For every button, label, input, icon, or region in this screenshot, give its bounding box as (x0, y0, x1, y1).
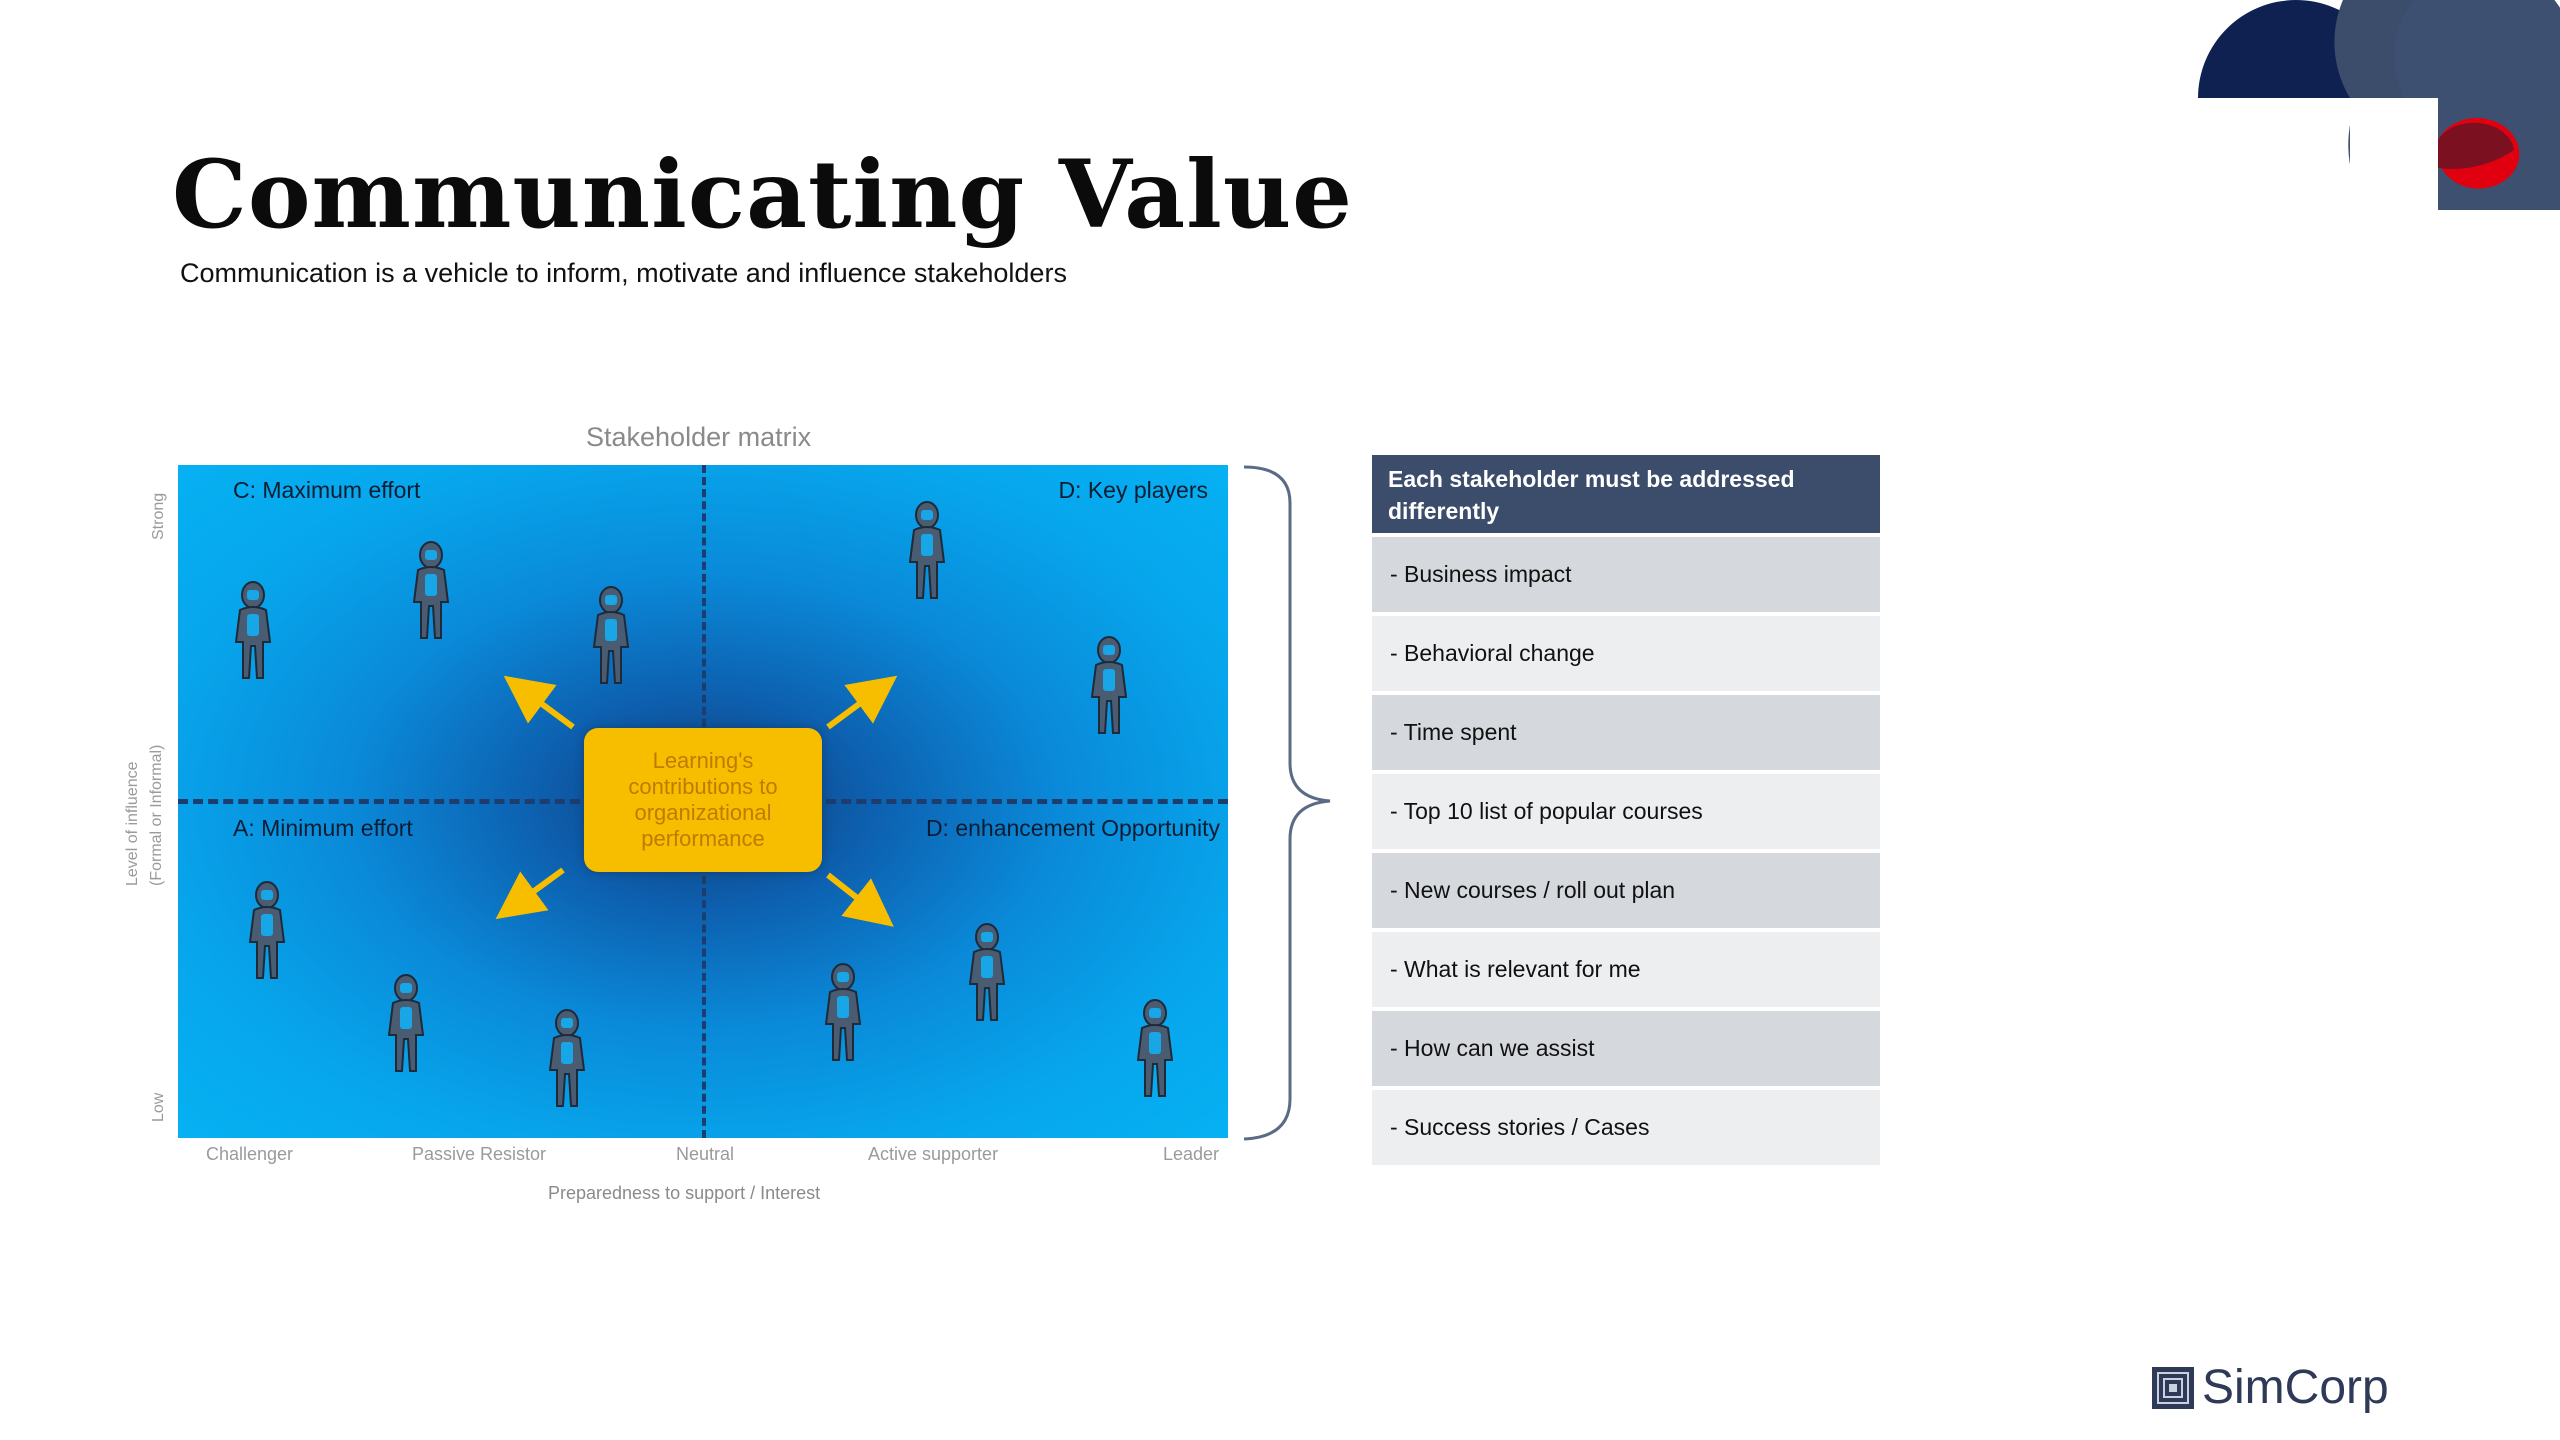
panel-item: - Success stories / Cases (1372, 1090, 1880, 1165)
panel-item: - What is relevant for me (1372, 932, 1880, 1007)
arrow-icons (495, 675, 898, 927)
stakeholder-panel: Each stakeholder must be addressed diffe… (1372, 455, 1880, 1165)
x-tick-neutral: Neutral (676, 1144, 735, 1164)
y-axis-label-line2: (Formal or Informal) (148, 744, 165, 886)
center-callout: Learning's contributions to organization… (584, 728, 822, 872)
curly-brace-icon (1243, 465, 1331, 1141)
brand-shapes-icon (2198, 0, 2560, 210)
page-title: Communicating Value (172, 140, 1353, 250)
x-tick-active-supporter: Active supporter (868, 1144, 999, 1164)
panel-item: - Time spent (1372, 695, 1880, 770)
panel-item: - New courses / roll out plan (1372, 853, 1880, 928)
x-tick-challenger: Challenger (206, 1144, 294, 1164)
quadrant-label-bottom-right: D: enhancement Opportunity (925, 815, 1220, 841)
stakeholder-matrix: C: Maximum effort D: Key players A: Mini… (178, 465, 1228, 1138)
x-tick-leader: Leader (1163, 1144, 1220, 1164)
x-tick-passive-resistor: Passive Resistor (412, 1144, 547, 1164)
quadrant-label-bottom-left: A: Minimum effort (233, 815, 413, 841)
brand-name: SimCorp (2202, 1361, 2389, 1414)
simcorp-logo-icon (2152, 1366, 2194, 1409)
panel-item: - How can we assist (1372, 1011, 1880, 1086)
panel-header: Each stakeholder must be addressed diffe… (1372, 455, 1880, 533)
quadrant-label-top-right: D: Key players (1058, 477, 1208, 503)
center-callout-text: Learning's contributions to organization… (628, 748, 778, 851)
y-axis-bottom-label: Low (150, 1092, 167, 1122)
matrix-title: Stakeholder matrix (586, 422, 812, 452)
y-axis-label-line1: Level of influence (124, 761, 141, 886)
panel-item: - Business impact (1372, 537, 1880, 612)
x-axis-label: Preparedness to support / Interest (548, 1183, 821, 1203)
y-axis-top-label: Strong (150, 492, 167, 540)
quadrant-label-top-left: C: Maximum effort (233, 477, 421, 503)
page-subtitle: Communication is a vehicle to inform, mo… (180, 258, 1067, 288)
panel-item: - Top 10 list of popular courses (1372, 774, 1880, 849)
panel-item: - Behavioral change (1372, 616, 1880, 691)
simcorp-logo: SimCorp (2152, 1360, 2389, 1415)
